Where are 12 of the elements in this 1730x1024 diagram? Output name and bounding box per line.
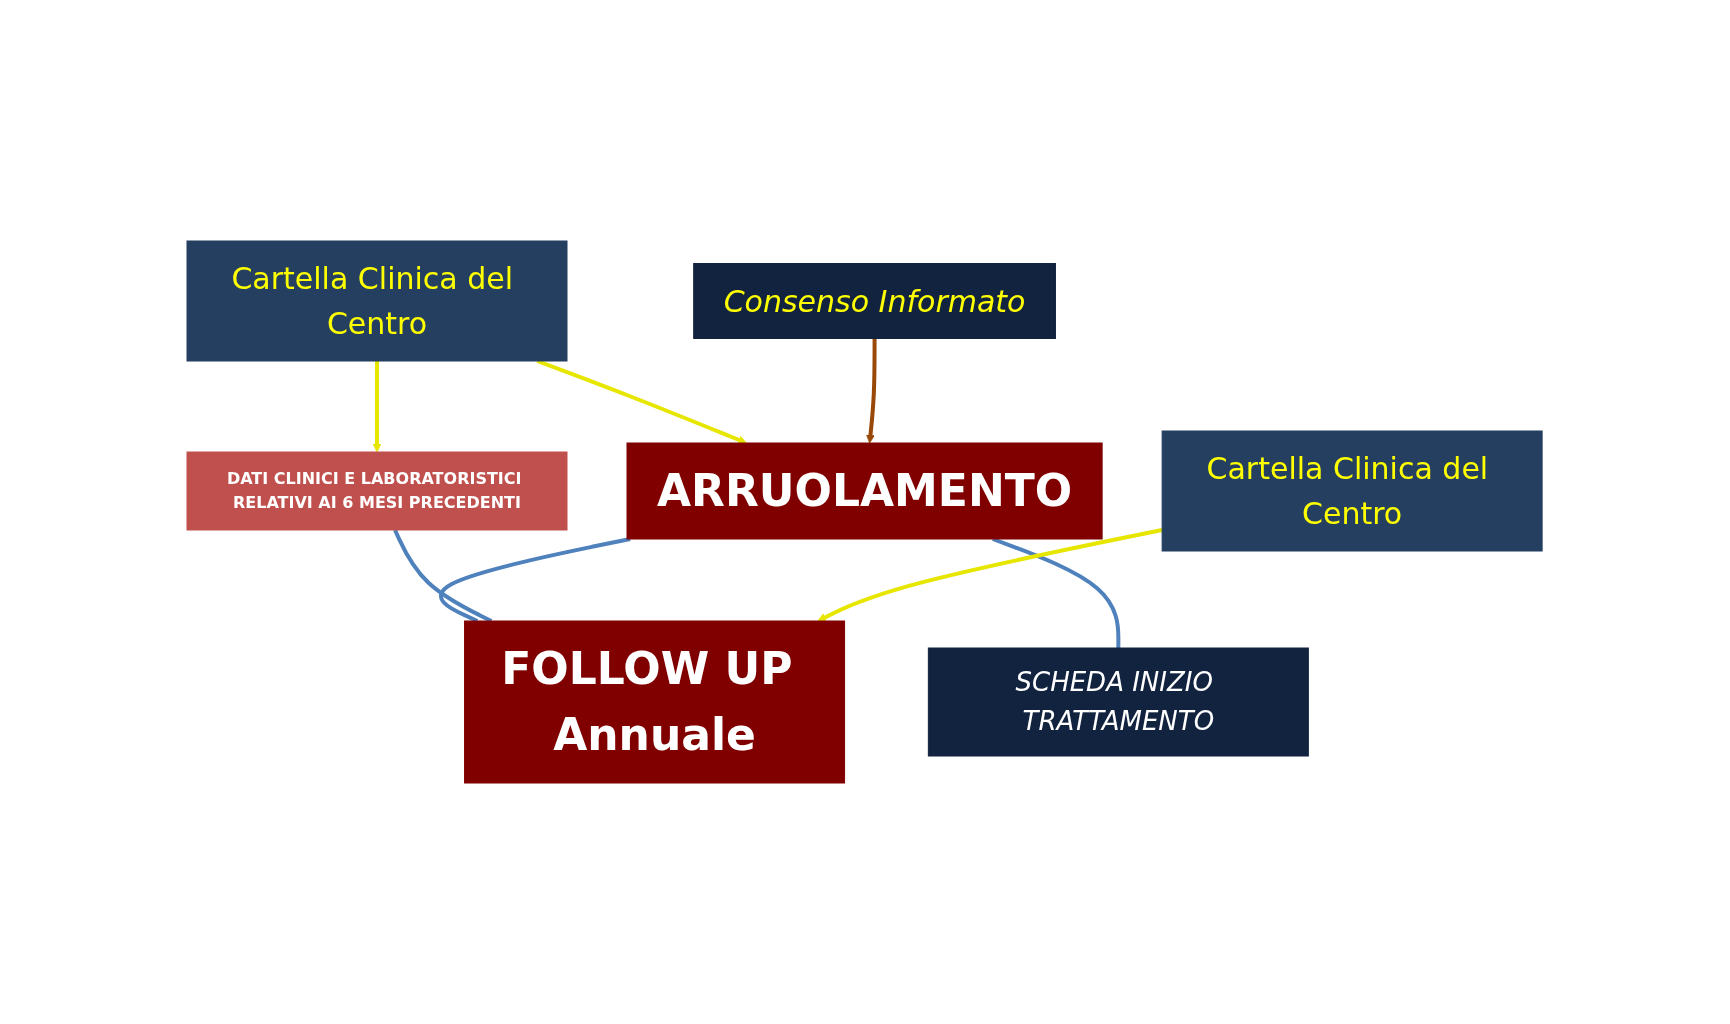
node-box: ARRUOLAMENTO (626, 442, 1104, 540)
node-box: FOLLOW UP Annuale (464, 620, 846, 784)
node-box: DATI CLINICI E LABORATORISTICI RELATIVI AI 6 MESI PRECEDENTI (186, 451, 568, 531)
arrow (373, 361, 382, 453)
node-box: SCHEDA INIZIO TRATTAMENTO (928, 647, 1310, 757)
connector (393, 529, 493, 623)
node-box: Cartella Clinica del Centro (186, 240, 568, 362)
node-box: Cartella Clinica del Centro (1162, 430, 1544, 552)
node-box: Consenso Informato (693, 263, 1057, 339)
arrow (866, 338, 877, 444)
connector (439, 537, 632, 623)
arrow (817, 527, 1163, 622)
